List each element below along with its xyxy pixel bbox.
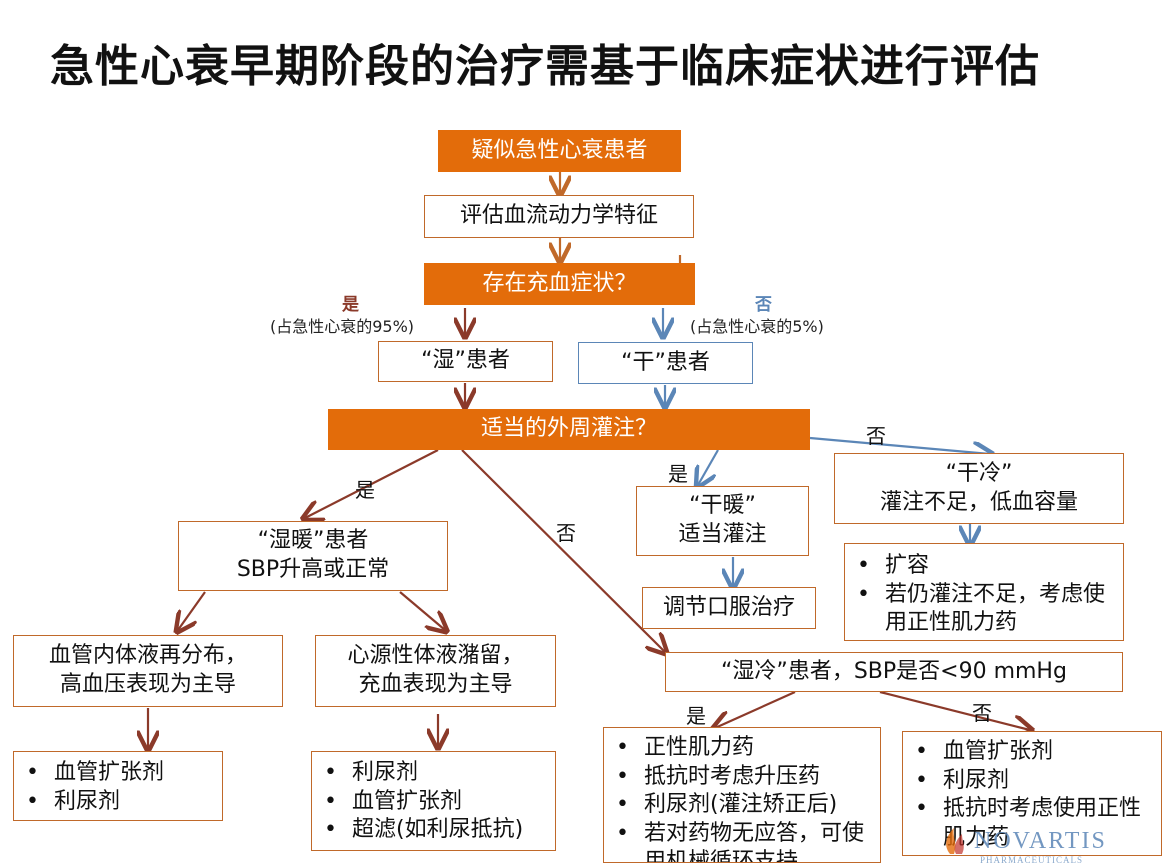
node-vascular: 血管内体液再分布， 高血压表现为主导 [13, 635, 283, 707]
flame-icon [946, 828, 964, 854]
label-wet-pct: (占急性心衰的95%) [270, 317, 415, 336]
list-item: 正性肌力药 [604, 734, 880, 763]
node-warm-wet: “湿暖”患者 SBP升高或正常 [178, 521, 448, 591]
label-yes-congestion: 是 [342, 295, 359, 315]
label-no-coldwet: 否 [556, 521, 576, 545]
list-item: 利尿剂 [14, 788, 164, 817]
list-item: 若仍灌注不足，考虑使用正性肌力药 [845, 581, 1123, 638]
cold-dry-list-box: 扩容 若仍灌注不足，考虑使用正性肌力药 [844, 543, 1124, 641]
node-cardiac: 心源性体液潴留， 充血表现为主导 [315, 635, 556, 707]
arrow-perfusion-warmwet [305, 449, 439, 518]
arrow-perfusion-coldwet [461, 449, 665, 652]
warm-dry-subtitle: 适当灌注 [678, 522, 767, 547]
node-congestion: 存在充血症状？ [424, 263, 695, 305]
logo-subtext: PHARMACEUTICALS [980, 855, 1084, 865]
list-item: 利尿剂(灌注矫正后) [604, 791, 880, 820]
cardiac-list-box: 利尿剂 血管扩张剂 超滤(如利尿抵抗) [311, 751, 556, 851]
cardiac-line2: 充血表现为主导 [358, 672, 513, 697]
vascular-list-box: 血管扩张剂 利尿剂 [13, 751, 223, 821]
label-no-congestion: 否 [755, 295, 772, 315]
label-no-coldwet-sbp: 否 [972, 701, 992, 725]
list-item: 若对药物无应答，可使用机械循环支持 [604, 820, 880, 862]
cardiac-line1: 心源性体液潴留， [347, 643, 524, 669]
cold-dry-subtitle: 灌注不足，低血容量 [879, 489, 1078, 515]
cold-dry-list: 扩容 若仍灌注不足，考虑使用正性肌力药 [845, 552, 1123, 638]
list-item: 扩容 [845, 552, 1123, 581]
list-item: 利尿剂 [312, 759, 523, 788]
node-assess: 评估血流动力学特征 [424, 195, 694, 238]
list-item: 超滤(如利尿抵抗) [312, 816, 523, 845]
cold-dry-title: “干冷” [945, 460, 1013, 486]
arrow-coldwet-no [879, 690, 1030, 730]
list-item: 血管扩张剂 [903, 738, 1161, 767]
arrow-coldwet-yes [715, 690, 796, 728]
label-yes-coldwet: 是 [686, 704, 706, 728]
list-item: 血管扩张剂 [312, 788, 523, 817]
label-yes-warmwet: 是 [355, 478, 375, 502]
node-dry: “干”患者 [578, 342, 753, 384]
label-no-colddry: 否 [866, 424, 886, 448]
node-wet: “湿”患者 [378, 341, 553, 382]
label-yes-warmdry: 是 [668, 462, 688, 486]
node-cold-dry: “干冷” 灌注不足，低血容量 [834, 453, 1124, 524]
node-oral: 调节口服治疗 [642, 587, 816, 629]
list-item: 血管扩张剂 [14, 759, 164, 788]
list-item: 利尿剂 [903, 767, 1161, 796]
arrow-warmwet-cardiac [399, 591, 445, 630]
node-cold-wet: “湿冷”患者，SBP是否<90 mmHg [665, 652, 1123, 692]
node-suspected: 疑似急性心衰患者 [438, 130, 681, 172]
vascular-line2: 高血压表现为主导 [59, 672, 236, 697]
label-dry-pct: (占急性心衰的5%) [690, 317, 824, 336]
node-perfusion: 适当的外周灌注？ [328, 409, 810, 450]
node-warm-dry: “干暖” 适当灌注 [636, 486, 809, 556]
warm-wet-subtitle: SBP升高或正常 [236, 557, 390, 582]
cold-wet-yes-list-box: 正性肌力药 抵抗时考虑升压药 利尿剂(灌注矫正后) 若对药物无应答，可使用机械循… [603, 727, 881, 863]
list-item: 抵抗时考虑升压药 [604, 763, 880, 792]
warm-dry-title: “干暖” [689, 493, 756, 519]
vascular-line1: 血管内体液再分布， [48, 643, 247, 669]
warm-wet-title: “湿暖”患者 [257, 528, 369, 554]
vascular-list: 血管扩张剂 利尿剂 [14, 759, 164, 816]
arrow-perfusion-colddry [809, 436, 990, 454]
logo-wordmark: NOVARTIS [974, 828, 1107, 854]
cold-wet-no-list-box: 血管扩张剂 利尿剂 抵抗时考虑使用正性肌力药 [902, 731, 1162, 856]
arrow-perfusion-warmdry [698, 449, 719, 485]
arrow-warmwet-vascular [178, 591, 206, 630]
novartis-logo: NOVARTIS PHARMACEUTICALS [940, 822, 1140, 865]
page-title: 急性心衰早期阶段的治疗需基于临床症状进行评估 [50, 41, 1040, 92]
cardiac-list: 利尿剂 血管扩张剂 超滤(如利尿抵抗) [312, 759, 523, 845]
cold-wet-yes-list: 正性肌力药 抵抗时考虑升压药 利尿剂(灌注矫正后) 若对药物无应答，可使用机械循… [604, 734, 880, 862]
